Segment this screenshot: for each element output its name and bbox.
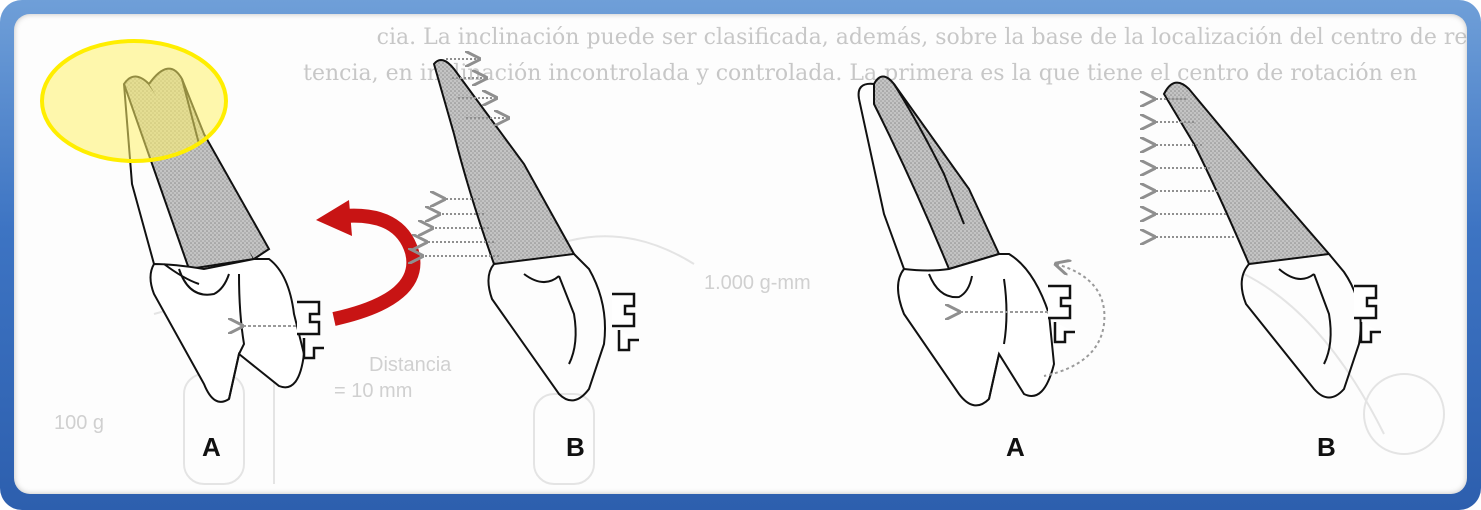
figure-label-1a: A bbox=[202, 432, 221, 463]
tooth-figure-1b bbox=[434, 60, 605, 400]
bracket-icon bbox=[1048, 286, 1075, 342]
figure-label-1b: B bbox=[566, 432, 585, 463]
tooth-diagram bbox=[14, 14, 1467, 494]
figure-panel: cia. La inclinación puede ser clasificad… bbox=[14, 14, 1467, 494]
figure-label-2a: A bbox=[1006, 432, 1025, 463]
curved-arrow-icon bbox=[316, 200, 413, 319]
tooth-figure-2a bbox=[859, 77, 1054, 406]
ghost-background-shapes bbox=[154, 236, 1444, 484]
bracket-icon bbox=[612, 294, 639, 350]
bracket-icon bbox=[1354, 286, 1381, 342]
apex-highlight bbox=[42, 41, 226, 161]
figure-label-2b: B bbox=[1317, 432, 1336, 463]
